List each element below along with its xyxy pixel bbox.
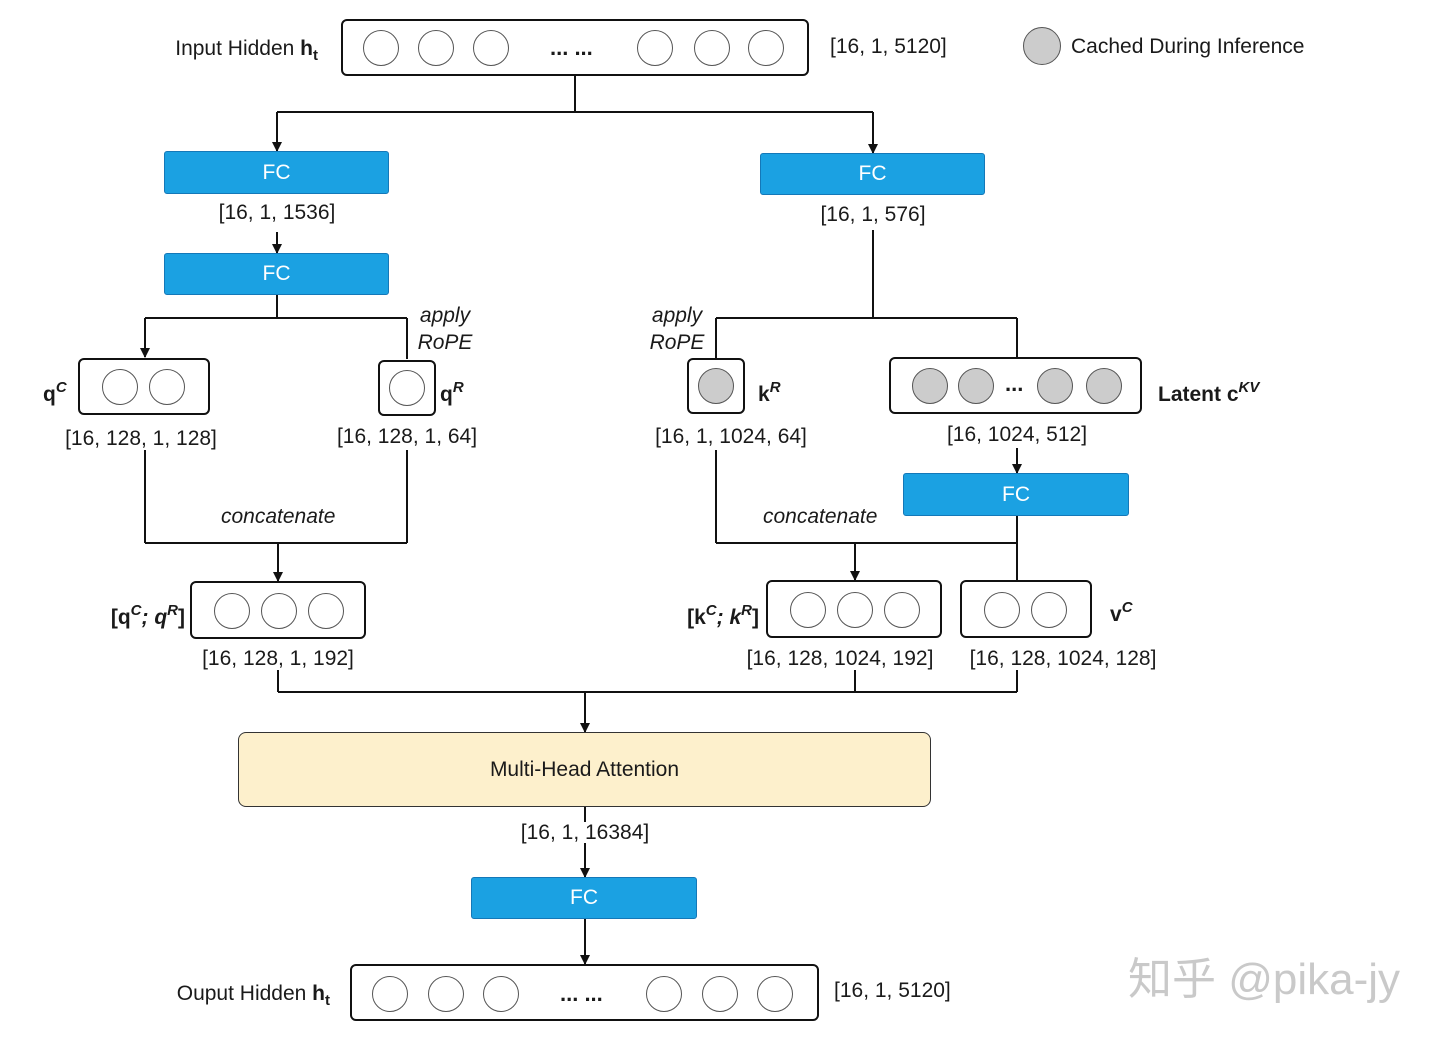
neuron-circle-icon (483, 976, 519, 1012)
qcat-vector (190, 581, 366, 639)
neuron-circle-icon (748, 30, 784, 66)
input-hidden-text: Input Hidden (175, 37, 301, 60)
cached-neuron-circle-icon (912, 368, 948, 404)
output-hidden-label: Ouput Hidden ht (177, 983, 330, 1008)
input-hidden-symbol: h (300, 37, 313, 60)
q-rope-label-line1: apply (419, 304, 471, 327)
neuron-circle-icon (694, 30, 730, 66)
neuron-circle-icon (372, 976, 408, 1012)
neuron-circle-icon (261, 593, 297, 629)
cached-neuron-circle-icon (698, 368, 734, 404)
qr-label: qR (440, 379, 464, 406)
neuron-circle-icon (757, 976, 793, 1012)
legend-label: Cached During Inference (1071, 35, 1305, 58)
legend-cached-circle-icon (1023, 27, 1061, 65)
fc-kv-up-block: FC (903, 473, 1129, 516)
input-hidden-subscript: t (313, 47, 318, 64)
output-hidden-text: Ouput Hidden (176, 982, 313, 1005)
latent-ckv-label: Latent cKV (1158, 379, 1260, 406)
fc-kv-down-shape: [16, 1, 576] (818, 203, 928, 226)
latent-ckv-vector: ... (889, 357, 1142, 414)
k-rope-label-line1: apply (651, 304, 703, 327)
input-hidden-vector: ... ... (341, 19, 809, 76)
qc-vector (78, 358, 210, 415)
neuron-circle-icon (214, 593, 250, 629)
kcat-vector (766, 580, 942, 638)
vc-label: vC (1110, 599, 1133, 626)
neuron-circle-icon (389, 370, 425, 406)
output-hidden-symbol: h (312, 982, 325, 1005)
neuron-circle-icon (637, 30, 673, 66)
fc-output-block: FC (471, 877, 697, 919)
fc-query-down-block: FC (164, 151, 389, 194)
attention-output-shape: [16, 1, 16384] (518, 821, 652, 844)
neuron-circle-icon (149, 369, 185, 405)
qcat-label: [qC; qR] (110, 602, 185, 629)
qcat-shape: [16, 128, 1, 192] (200, 647, 356, 670)
multi-head-attention-block: Multi-Head Attention (238, 732, 931, 807)
kr-shape: [16, 1, 1024, 64] (653, 425, 809, 448)
neuron-circle-icon (984, 592, 1020, 628)
kr-vector (687, 358, 745, 414)
qc-shape: [16, 128, 1, 128] (63, 427, 219, 450)
neuron-circle-icon (473, 30, 509, 66)
ellipsis: ... ... (550, 35, 593, 60)
vc-vector (960, 580, 1092, 638)
fc-query-up-block: FC (164, 253, 389, 295)
fc-kv-down-block: FC (760, 153, 985, 195)
neuron-circle-icon (418, 30, 454, 66)
q-rope-label-line2: RoPE (417, 331, 473, 354)
neuron-circle-icon (1031, 592, 1067, 628)
latent-ckv-shape: [16, 1024, 512] (944, 423, 1090, 446)
neuron-circle-icon (646, 976, 682, 1012)
output-hidden-vector: ... ... (350, 964, 819, 1021)
qr-shape: [16, 128, 1, 64] (334, 425, 480, 448)
ellipsis: ... ... (560, 981, 603, 1006)
query-concatenate-label: concatenate (221, 505, 336, 528)
input-hidden-shape: [16, 1, 5120] (830, 35, 947, 58)
kv-concatenate-label: concatenate (763, 505, 878, 528)
qc-label: qC (43, 379, 67, 406)
ellipsis: ... (1005, 371, 1024, 396)
neuron-circle-icon (790, 592, 826, 628)
neuron-circle-icon (428, 976, 464, 1012)
k-rope-label-line2: RoPE (649, 331, 705, 354)
neuron-circle-icon (308, 593, 344, 629)
neuron-circle-icon (837, 592, 873, 628)
kcat-label: [kC; kR] (687, 602, 759, 629)
neuron-circle-icon (884, 592, 920, 628)
kcat-shape: [16, 128, 1024, 192] (744, 647, 936, 670)
cached-neuron-circle-icon (958, 368, 994, 404)
kr-label: kR (758, 379, 781, 406)
input-hidden-label: Input Hidden ht (175, 38, 318, 63)
neuron-circle-icon (702, 976, 738, 1012)
neuron-circle-icon (102, 369, 138, 405)
watermark: 知乎 @pika-jy (1128, 955, 1401, 1004)
output-hidden-shape: [16, 1, 5120] (834, 979, 951, 1002)
fc-query-down-shape: [16, 1, 1536] (216, 201, 338, 224)
cached-neuron-circle-icon (1037, 368, 1073, 404)
neuron-circle-icon (363, 30, 399, 66)
vc-shape: [16, 128, 1024, 128] (967, 647, 1159, 670)
output-hidden-subscript: t (325, 992, 330, 1009)
qr-vector (378, 360, 436, 416)
cached-neuron-circle-icon (1086, 368, 1122, 404)
